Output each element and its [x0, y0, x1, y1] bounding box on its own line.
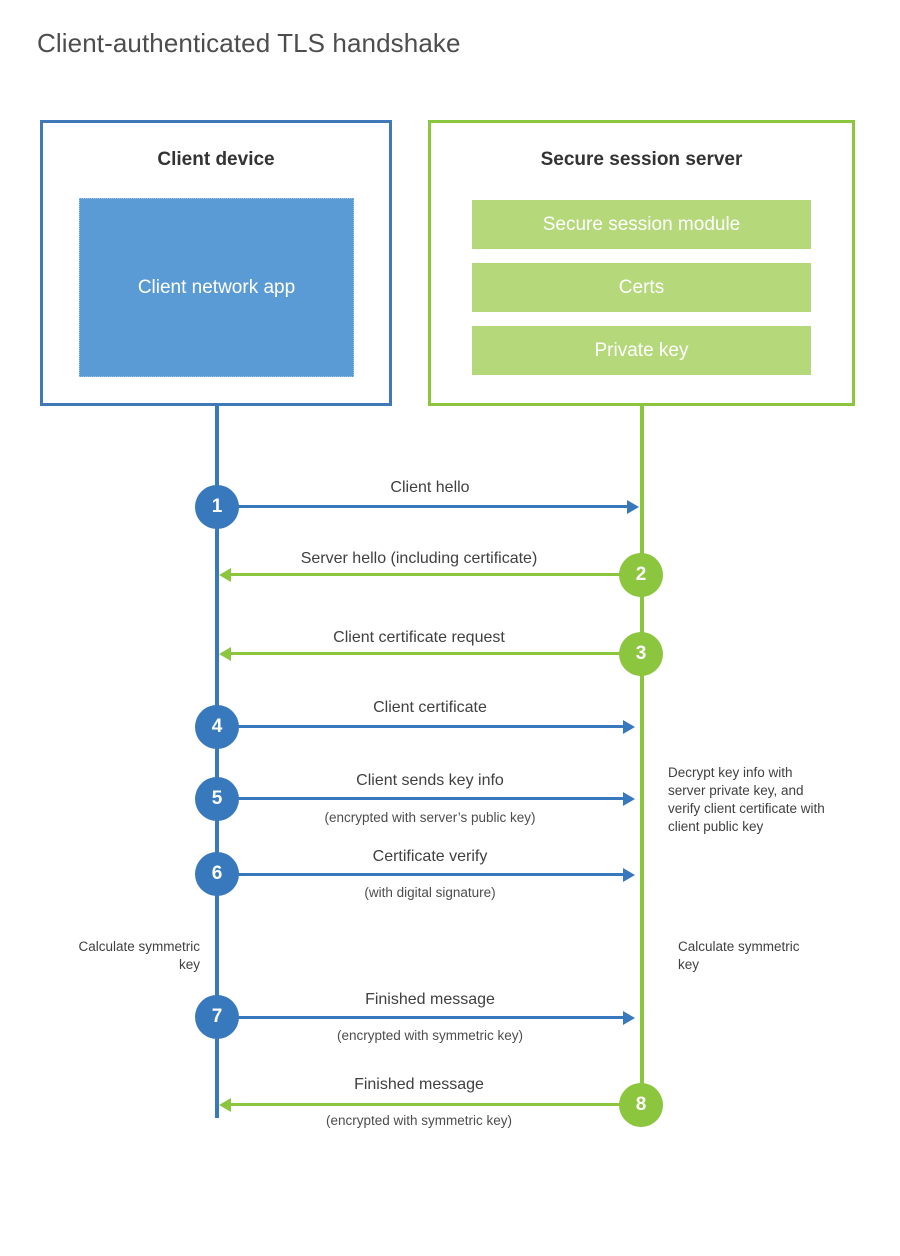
step-4-arrow-head — [623, 720, 635, 734]
client-device-box: Client device Client network app — [40, 120, 392, 406]
step-4-arrow-line — [219, 725, 623, 728]
step-2-arrow-line — [231, 573, 621, 576]
secure-session-server-box: Secure session server Secure session mod… — [428, 120, 855, 406]
server-module-certs: Certs — [472, 263, 811, 312]
server-lifeline — [640, 406, 644, 1105]
step-6-arrow-head — [623, 868, 635, 882]
client-calculate-symmetric-key-note: Calculate symmetric key — [78, 939, 200, 972]
step-7-label: Finished message — [365, 991, 495, 1008]
step-1-label: Client hello — [390, 479, 470, 496]
step-8-arrow-line — [231, 1103, 621, 1106]
step-5-circle[interactable]: 5 — [195, 777, 239, 821]
step-8-label: Finished message — [354, 1076, 484, 1093]
page-title: Client-authenticated TLS handshake — [37, 28, 461, 58]
secure-session-server-title: Secure session server — [540, 149, 743, 170]
step-5-arrow-head — [623, 792, 635, 806]
step-8-sublabel: (encrypted with symmetric key) — [325, 1113, 513, 1128]
step-7-arrow-line — [219, 1016, 623, 1019]
step-8-arrow-head — [219, 1098, 231, 1112]
step-2-arrow-head — [219, 568, 231, 582]
step-6-label: Certificate verify — [372, 848, 488, 865]
server-module-secure-session-module: Secure session module — [472, 200, 811, 249]
client-lifeline — [215, 406, 219, 1118]
step-6-sublabel: (with digital signature) — [364, 885, 496, 900]
step-1-arrow-head — [627, 500, 639, 514]
server-module-private-key: Private key — [472, 326, 811, 375]
step-5-arrow-line — [219, 797, 623, 800]
step-5-sublabel: (encrypted with server’s public key) — [324, 810, 536, 825]
step-4-label: Client certificate — [373, 699, 487, 716]
server-decrypt-note: Decrypt key info with server private key… — [668, 765, 825, 834]
step-7-circle[interactable]: 7 — [195, 995, 239, 1039]
step-8-circle[interactable]: 8 — [619, 1083, 663, 1127]
step-6-circle[interactable]: 6 — [195, 852, 239, 896]
step-6-arrow-line — [219, 873, 623, 876]
step-3-arrow-line — [231, 652, 621, 655]
server-calculate-symmetric-key-note: Calculate symmetric key — [678, 939, 800, 972]
client-network-app-block: Client network app — [79, 198, 354, 377]
step-3-arrow-head — [219, 647, 231, 661]
step-2-label: Server hello (including certificate) — [300, 550, 538, 567]
step-3-label: Client certificate request — [333, 629, 505, 646]
step-2-circle[interactable]: 2 — [619, 553, 663, 597]
step-5-label: Client sends key info — [356, 772, 504, 789]
client-device-title: Client device — [157, 149, 275, 170]
step-3-circle[interactable]: 3 — [619, 632, 663, 676]
step-1-circle[interactable]: 1 — [195, 485, 239, 529]
step-7-arrow-head — [623, 1011, 635, 1025]
step-1-arrow-line — [219, 505, 627, 508]
step-4-circle[interactable]: 4 — [195, 705, 239, 749]
step-7-sublabel: (encrypted with symmetric key) — [336, 1028, 524, 1043]
